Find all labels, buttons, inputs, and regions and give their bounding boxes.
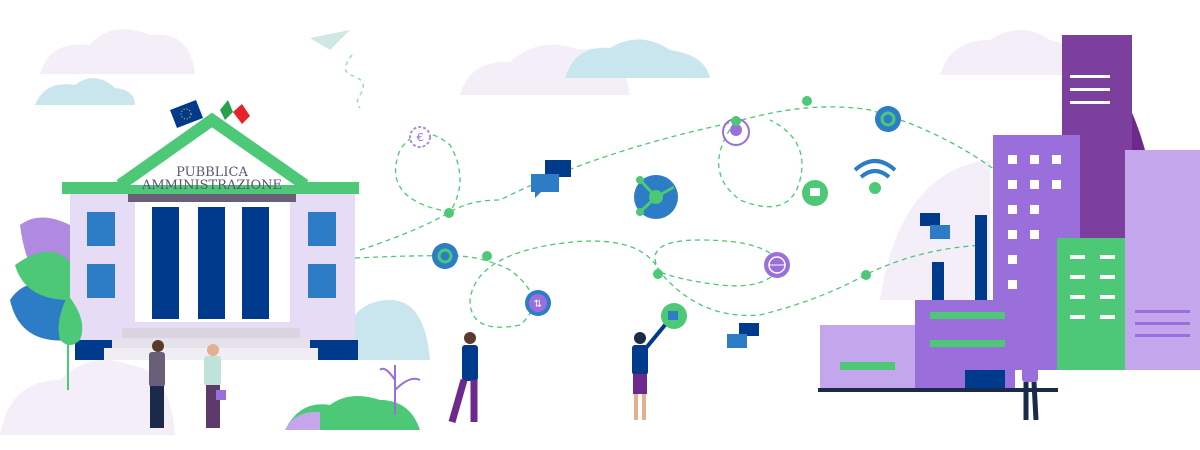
gear-icon — [875, 106, 901, 132]
italy-flag-icon — [220, 100, 250, 124]
gear-icon — [432, 243, 458, 269]
paper-plane-icon — [310, 30, 365, 109]
building-sign-line2: AMMINISTRAZIONE — [141, 178, 282, 193]
network-dots — [444, 96, 871, 280]
upload-download-icon: ⇅ — [525, 290, 551, 316]
person-walking — [448, 332, 478, 423]
factory — [818, 215, 1058, 392]
bushes — [285, 365, 421, 430]
person-with-bag — [204, 344, 226, 428]
power-plug-icon — [802, 180, 828, 206]
chat-bubbles-icon — [531, 160, 571, 198]
person-talking — [149, 340, 165, 428]
building-sign-line1: PUBBLICA — [176, 165, 248, 180]
city-skyline — [818, 35, 1200, 392]
eu-flag-icon — [170, 100, 203, 128]
location-pin-icon — [722, 116, 750, 146]
chat-bubbles-icon — [920, 213, 950, 239]
woman-reaching — [632, 323, 667, 420]
chat-bubbles-icon — [727, 323, 759, 348]
tree — [58, 295, 83, 390]
svg-text:⇅: ⇅ — [534, 299, 542, 310]
euro-coin-icon: € — [409, 126, 431, 148]
globe-icon — [764, 252, 790, 278]
teal-clouds — [35, 39, 710, 360]
wifi-icon — [853, 159, 897, 194]
svg-text:€: € — [417, 131, 424, 144]
power-plug-icon — [661, 303, 687, 329]
network-node-icon — [634, 175, 678, 219]
government-building: PUBBLICA AMMINISTRAZIONE — [10, 100, 359, 390]
